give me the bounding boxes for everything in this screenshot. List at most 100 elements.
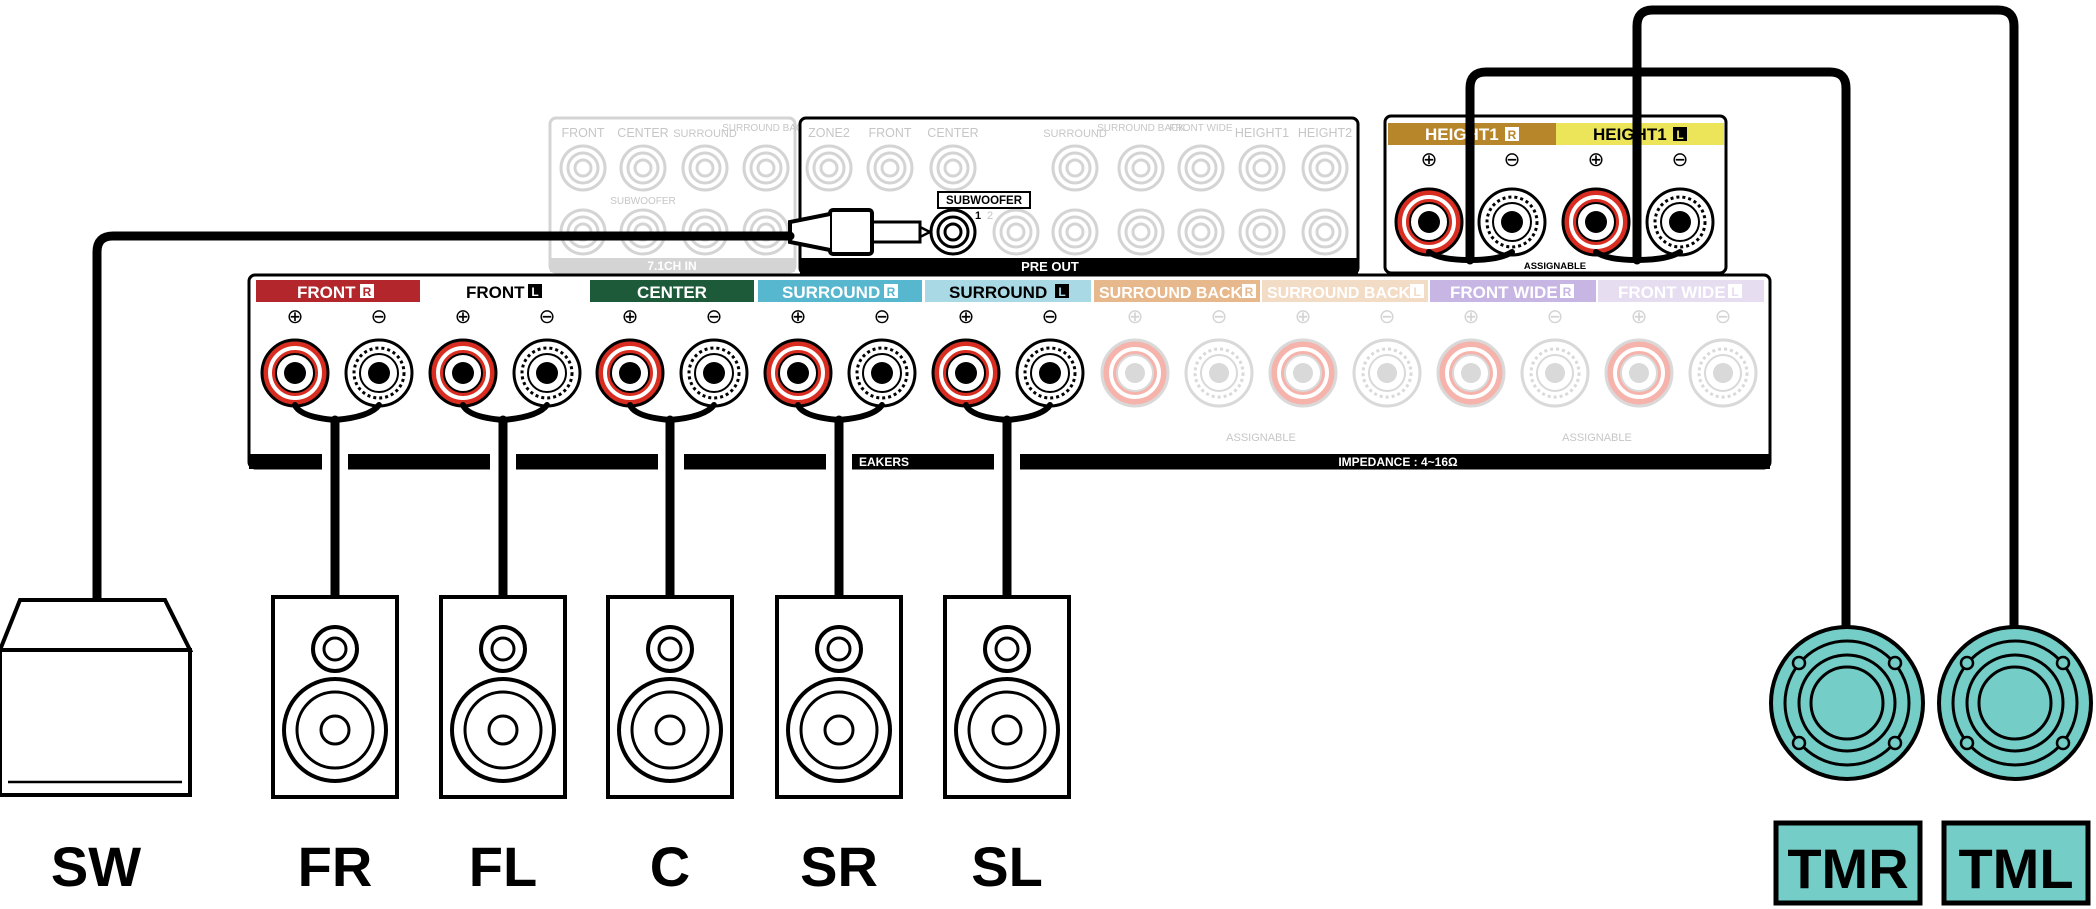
preout-label-surround-back: SURROUND BACK bbox=[1097, 123, 1185, 134]
preout-label-height1: HEIGHT1 bbox=[1235, 126, 1289, 140]
surround-back-r-neg-terminal bbox=[1184, 338, 1254, 408]
height-l-plus: ⊕ bbox=[1588, 149, 1605, 171]
height-r-plus: ⊕ bbox=[1421, 149, 1438, 171]
center-plus: ⊕ bbox=[622, 306, 639, 328]
tab-surround-r-label: SURROUND bbox=[782, 283, 880, 302]
label-tml: TML bbox=[1958, 837, 2073, 900]
preout-label-zone2: ZONE2 bbox=[808, 126, 850, 140]
tab-front-wide-l bbox=[1598, 280, 1764, 302]
tab-front-r-label: FRONT bbox=[297, 283, 356, 302]
tab-front-r-side: R bbox=[363, 285, 372, 299]
front-wide-r-plus: ⊕ bbox=[1463, 306, 1480, 328]
in-71-label-surround: SURROUND bbox=[673, 128, 737, 140]
tab-surround-back-r-side: R bbox=[1245, 285, 1254, 299]
front-l-neg-terminal bbox=[512, 338, 582, 408]
front-r-pos-terminal bbox=[260, 338, 330, 408]
surround-back-l-pos-terminal bbox=[1268, 338, 1338, 408]
impedance-label: IMPEDANCE : 4~16Ω bbox=[1338, 455, 1458, 469]
tab-front-wide-r bbox=[1430, 280, 1596, 302]
speaker-sr bbox=[775, 595, 903, 799]
subwoofer-tag: SUBWOOFER bbox=[946, 195, 1023, 207]
height-l-pos-terminal bbox=[1561, 187, 1631, 257]
preout-label-front-wide: FRONT WIDE bbox=[1169, 123, 1232, 134]
surround-back-l-plus: ⊕ bbox=[1295, 306, 1312, 328]
tab-surround-back-l-label: SURROUND BACK bbox=[1267, 285, 1411, 302]
assignable-label-2: ASSIGNABLE bbox=[1562, 432, 1632, 444]
in-71-label-front: FRONT bbox=[561, 126, 604, 140]
speaker-c bbox=[606, 595, 734, 799]
in-71-panel: FRONT CENTER SURROUND SURROUND BACK SUBW… bbox=[548, 116, 810, 274]
label-sw: SW bbox=[51, 835, 141, 898]
preout-label-surround: SURROUND bbox=[1043, 128, 1107, 140]
tab-front-l-label: FRONT bbox=[466, 283, 525, 302]
front-wide-r-pos-terminal bbox=[1436, 338, 1506, 408]
tab-surround-back-l-side: L bbox=[1413, 285, 1420, 299]
in-71-title: 7.1CH IN bbox=[647, 259, 696, 273]
subwoofer-out-jack: SUBWOOFER 1 2 bbox=[929, 191, 1031, 256]
front-wide-l-pos-terminal bbox=[1604, 338, 1674, 408]
surround-r-minus: ⊖ bbox=[874, 306, 891, 328]
surround-back-l-neg-terminal bbox=[1352, 338, 1422, 408]
surround-back-r-plus: ⊕ bbox=[1127, 306, 1144, 328]
speaker-tmr bbox=[1769, 625, 1925, 781]
surround-l-plus: ⊕ bbox=[958, 306, 975, 328]
surround-l-pos-terminal bbox=[931, 338, 1001, 408]
preout-label-height2: HEIGHT2 bbox=[1298, 126, 1352, 140]
front-wide-l-plus: ⊕ bbox=[1631, 306, 1648, 328]
in-71-label-center: CENTER bbox=[617, 126, 668, 140]
front-r-neg-terminal bbox=[344, 338, 414, 408]
in-71-label-surround-back: SURROUND BACK bbox=[722, 123, 810, 134]
height-tab-l-label: HEIGHT1 bbox=[1593, 125, 1667, 144]
wires bbox=[92, 5, 2019, 635]
speaker-tml bbox=[1937, 625, 2093, 781]
height-panel: HEIGHT1 R HEIGHT1 L ⊕ ⊖ ⊕ ⊖ ASSIGNABLE bbox=[1383, 114, 1728, 275]
tab-front-wide-r-label: FRONT WIDE bbox=[1450, 283, 1558, 302]
height-l-neg-terminal bbox=[1645, 187, 1715, 257]
tab-surround-l-label: SURROUND bbox=[949, 283, 1047, 302]
label-c: C bbox=[650, 835, 690, 898]
tab-front-l-side: L bbox=[531, 285, 538, 299]
speaker-fr bbox=[271, 595, 399, 799]
height-r-neg-terminal bbox=[1477, 187, 1547, 257]
tab-front-l bbox=[422, 280, 586, 302]
subwoofer-cable bbox=[92, 231, 795, 607]
tab-front-wide-r-side: R bbox=[1563, 285, 1572, 299]
subwoofer-num-2: 2 bbox=[987, 210, 993, 222]
tab-surround-back-l bbox=[1262, 280, 1428, 302]
speakers-fragment: EAKERS bbox=[859, 455, 909, 469]
tab-surround-l-side: L bbox=[1058, 285, 1065, 299]
tab-center bbox=[590, 280, 754, 302]
front-l-pos-terminal bbox=[428, 338, 498, 408]
subwoofer-speaker bbox=[0, 598, 194, 797]
tab-surround-back-r-label: SURROUND BACK bbox=[1099, 285, 1243, 302]
tmr-wire bbox=[1465, 67, 1851, 635]
in-71-label-sub: SUBWOOFER bbox=[610, 196, 676, 207]
label-tmr: TMR bbox=[1787, 837, 1908, 900]
label-sr: SR bbox=[800, 835, 878, 898]
tab-front-wide-l-label: FRONT WIDE bbox=[1618, 283, 1726, 302]
height-assignable: ASSIGNABLE bbox=[1524, 261, 1586, 272]
surround-back-r-pos-terminal bbox=[1100, 338, 1170, 408]
tab-surround-back-r bbox=[1094, 280, 1260, 302]
center-minus: ⊖ bbox=[706, 306, 723, 328]
height-tab-r-side: R bbox=[1508, 128, 1517, 142]
front-r-plus: ⊕ bbox=[287, 306, 304, 328]
surround-r-plus: ⊕ bbox=[790, 306, 807, 328]
surround-l-minus: ⊖ bbox=[1042, 306, 1059, 328]
tab-front-r bbox=[256, 280, 420, 302]
center-pos-terminal bbox=[595, 338, 665, 408]
tab-front-wide-l-side: L bbox=[1731, 285, 1738, 299]
height-tab-r-label: HEIGHT1 bbox=[1425, 125, 1499, 144]
rca-plug bbox=[788, 208, 933, 256]
speaker-panel: FRONT FRONT CENTER SURROUND SURROUND SUR… bbox=[247, 273, 1772, 470]
front-wide-r-neg-terminal bbox=[1520, 338, 1590, 408]
front-l-minus: ⊖ bbox=[539, 306, 556, 328]
speaker-fl bbox=[439, 595, 567, 799]
height-l-minus: ⊖ bbox=[1672, 149, 1689, 171]
tab-surround-r-side: R bbox=[887, 285, 896, 299]
speaker-sl bbox=[943, 595, 1071, 799]
surround-r-pos-terminal bbox=[763, 338, 833, 408]
assignable-label-1: ASSIGNABLE bbox=[1226, 432, 1296, 444]
height-tab-l-side: L bbox=[1676, 128, 1683, 142]
